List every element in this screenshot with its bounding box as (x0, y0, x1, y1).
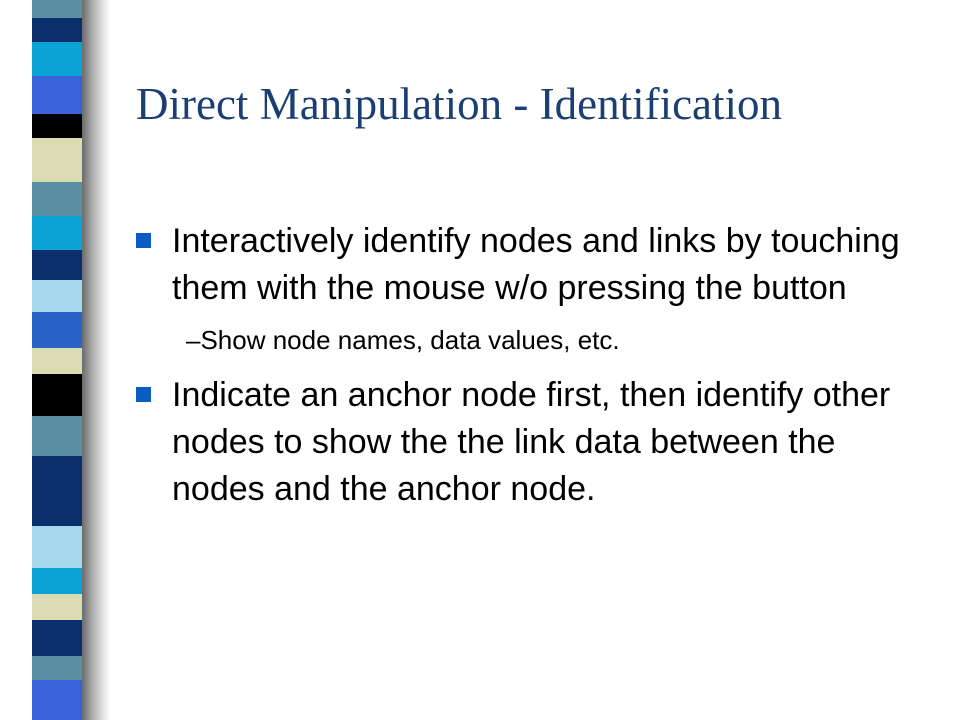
stripe-block (32, 0, 82, 18)
stripe-block (32, 312, 82, 348)
stripe-block (32, 76, 82, 114)
stripe-block (32, 568, 82, 594)
stripe-shadow (82, 0, 110, 720)
square-bullet-icon (136, 387, 151, 402)
stripe-block (32, 594, 82, 620)
stripe-block (32, 114, 82, 138)
stripe-block (32, 416, 82, 456)
stripe-block (32, 478, 82, 526)
bullet-list: Interactively identify nodes and links b… (136, 218, 936, 513)
stripe-block (32, 680, 82, 720)
stripe-block (32, 620, 82, 656)
stripe-block (32, 250, 82, 280)
stripe-block (32, 18, 82, 42)
bullet-text: Indicate an anchor node first, then iden… (172, 376, 891, 508)
stripe-blocks (32, 0, 82, 720)
stripe-block (32, 526, 82, 568)
stripe-block (32, 42, 82, 76)
stripe-block (32, 182, 82, 216)
stripe-block (32, 280, 82, 312)
stripe-block (32, 348, 82, 374)
stripe-block (32, 656, 82, 680)
square-bullet-icon (136, 233, 151, 248)
decorative-stripe (0, 0, 110, 720)
bullet-text: Interactively identify nodes and links b… (172, 222, 900, 307)
stripe-block (32, 456, 82, 478)
stripe-block (32, 216, 82, 250)
sub-bullet-text: –Show node names, data values, etc. (186, 325, 620, 355)
bullet-item: Indicate an anchor node first, then iden… (136, 372, 936, 513)
stripe-edge (0, 0, 32, 720)
stripe-block (32, 374, 82, 416)
bullet-item: Interactively identify nodes and links b… (136, 218, 936, 312)
slide-title: Direct Manipulation - Identification (136, 79, 783, 129)
sub-bullet-item: –Show node names, data values, etc. (136, 322, 936, 358)
stripe-block (32, 138, 82, 182)
